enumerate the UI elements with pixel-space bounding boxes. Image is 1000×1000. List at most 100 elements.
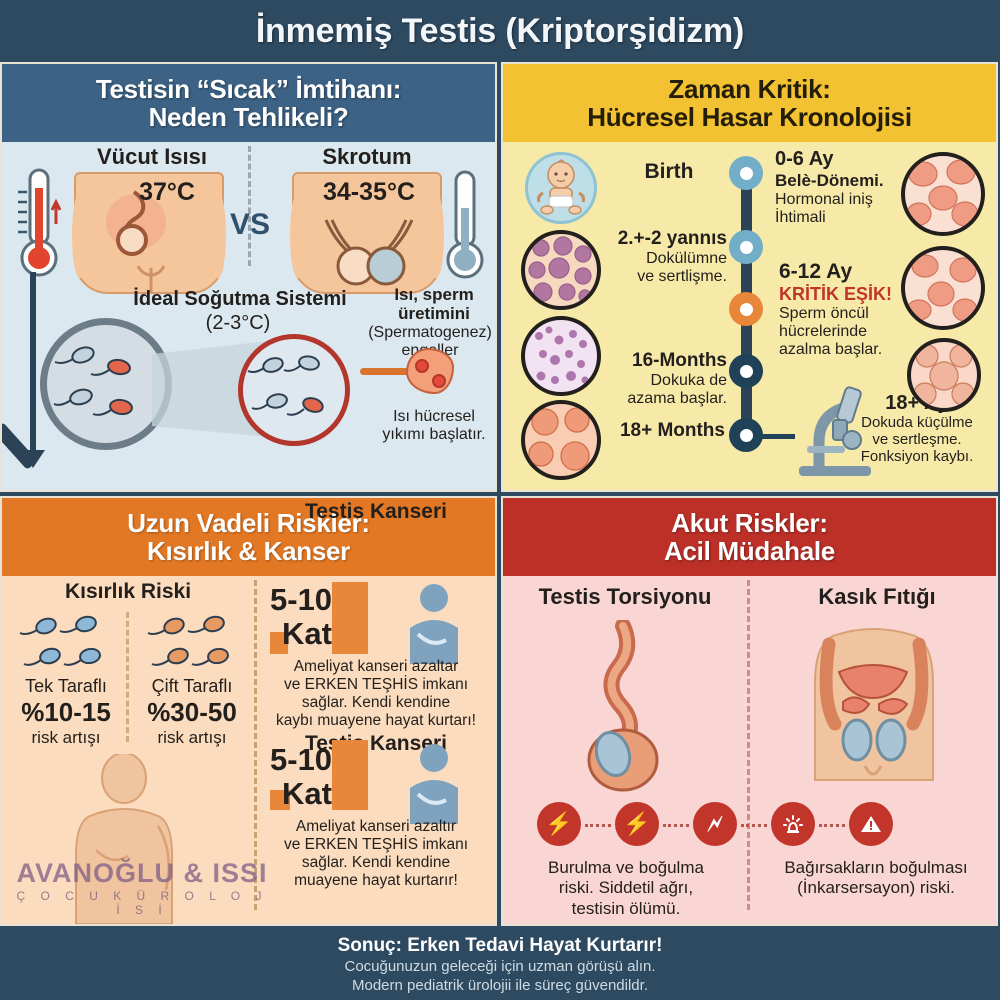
stage-0-6-title: 0-6 Ay bbox=[775, 148, 834, 170]
stage-6-12-body1: Sperm öncül bbox=[779, 305, 869, 322]
cancer-text-2-line3: sağlar. Kendi kendine bbox=[301, 853, 451, 871]
cancer-text-2-line1: Ameliyat kanseri azaltır bbox=[295, 818, 457, 835]
quadrant-grid: Testisin “Sıcak” İmtihanı: Neden Tehlike… bbox=[0, 62, 1000, 930]
panel-temperature-header: Testisin “Sıcak” İmtihanı: Neden Tehlike… bbox=[2, 64, 495, 142]
sperm-group-orange-icon bbox=[147, 615, 229, 666]
timeline-label-birth: Birth bbox=[644, 160, 694, 183]
timeline-node-16m bbox=[729, 354, 763, 388]
timeline-label-16months: 16-Months bbox=[632, 350, 727, 371]
infertility-case-bilateral-label: Çift Taraflı bbox=[151, 676, 233, 696]
divider-infertility-cases bbox=[126, 612, 129, 742]
panel-longterm-body: Kısırlık Riski bbox=[2, 500, 495, 924]
stage-18plus-body1: Dokuda küçülme bbox=[861, 414, 973, 431]
stage-6-12-body3: azalma başlar. bbox=[779, 340, 883, 358]
cooling-system-value: (2-3°C) bbox=[205, 312, 271, 334]
bolt-icon-1: ⚡ bbox=[537, 802, 581, 846]
cancer-text-1-line1: Ameliyat kanseri azaltar bbox=[293, 658, 459, 675]
hernia-text-line2: (İnkarsersayon) riski. bbox=[797, 878, 955, 898]
divider-vertical bbox=[248, 146, 251, 266]
torsion-text-line2: riski. Siddetil ağrı, bbox=[558, 878, 694, 898]
downward-arrow-icon bbox=[21, 272, 45, 468]
histology-circle-2 bbox=[521, 316, 601, 396]
infertility-title: Kısırlık Riski bbox=[64, 580, 192, 603]
footer-line1: Sonuç: Erken Tedavi Hayat Kurtarır! bbox=[337, 934, 663, 956]
hernia-illustration bbox=[814, 628, 934, 781]
badge-connector-4 bbox=[819, 824, 845, 827]
vs-label: VS bbox=[230, 208, 271, 241]
cancer-text-block-1: Ameliyat kanseri azaltar ve ERKEN TEŞHİS… bbox=[256, 658, 495, 730]
sperm-group-blue-icon bbox=[19, 615, 101, 666]
heat-note-line3: (Spermatogenez) bbox=[368, 324, 492, 341]
torso-undescended-illustration bbox=[72, 172, 226, 294]
panel-temperature-body: Vücut Isısı 37°C VS Skrotum bbox=[2, 142, 495, 490]
stage-0-6-body2: İhtimali bbox=[775, 208, 826, 226]
panel-timeline: Zaman Kritik: Hücresel Hasar Kronolojisi bbox=[501, 62, 998, 492]
page-title: İnmemiş Testis (Kriptorşidizm) bbox=[255, 11, 745, 50]
histology-circle-5 bbox=[901, 246, 985, 330]
cooling-system-title: İdeal Soğutma Sistemi bbox=[133, 288, 347, 310]
cancer-bar-large-1 bbox=[332, 582, 368, 654]
heat-note-line1: Isı, sperm bbox=[394, 285, 474, 304]
timeline-label-18months: 18+ Months bbox=[619, 420, 725, 441]
cancer-multiplier-2-line2: Kat bbox=[282, 776, 332, 811]
hernia-text: Bağırsakların boğulması (İnkarsersayon) … bbox=[757, 858, 995, 899]
timeline-item-2years: 2.+-2 yannıs Dokülümne ve sertlişme. bbox=[595, 228, 727, 286]
self-exam-person-icon-2 bbox=[410, 744, 458, 824]
torso-normal-illustration bbox=[290, 172, 444, 294]
timeline-node-0-6 bbox=[729, 230, 763, 264]
tear-icon: 🗲 bbox=[693, 802, 737, 846]
badge-connector-1 bbox=[585, 824, 611, 827]
panel-longterm-risks: Uzun Vadeli Riskler: Kısırlık & Kanser K… bbox=[0, 496, 497, 926]
timeline-node-6-12 bbox=[729, 292, 763, 326]
timeline-connector-microscope bbox=[761, 434, 795, 439]
torsion-text-line1: Burulma ve boğulma bbox=[548, 858, 704, 877]
footer-line2: Cocuğunuzun geleceği için uzman görüşü a… bbox=[344, 957, 656, 975]
cancer-multiplier-1-line2: Kat bbox=[282, 616, 332, 651]
histology-circle-1 bbox=[521, 230, 601, 310]
stage-0-6-subtitle: Belè-Dönemi. bbox=[775, 171, 884, 190]
hernia-title: Kasık Fıtığı bbox=[818, 584, 936, 609]
panel-acute-header: Akut Riskler: Acil Müdahale bbox=[503, 498, 996, 576]
damage-note-line1: Isı hücresel bbox=[393, 408, 475, 425]
panel-acute-header-line1: Akut Riskler: bbox=[671, 507, 828, 538]
heat-note-bold: Isı, sperm üretimini bbox=[374, 285, 494, 323]
panel-timeline-body: Birth 2.+-2 yannıs Dokülümne ve sertlişm… bbox=[503, 142, 996, 490]
footer-line3: Modern pediatrik ürolojii ile süreç güve… bbox=[352, 977, 648, 994]
cancer-bar-small-2 bbox=[270, 790, 290, 810]
timeline-item-16months: 16-Months Dokuka de azama başlar. bbox=[595, 350, 727, 408]
sperm-closeup-circle bbox=[238, 334, 350, 446]
panel-temperature-header-line1: Testisin “Sıcak” İmtihanı: bbox=[95, 73, 402, 104]
torsion-title: Testis Torsiyonu bbox=[538, 584, 712, 609]
histology-circle-6 bbox=[907, 338, 981, 412]
torsion-text-line3: testisin ölümü. bbox=[571, 898, 681, 918]
thermometer-hot-icon bbox=[18, 168, 62, 277]
body-temp-label: Vücut Isısı bbox=[96, 144, 208, 169]
infertility-case-bilateral-value: %30-50 bbox=[147, 697, 237, 727]
timeline-node-18m bbox=[729, 418, 763, 452]
timeline-label-2years: 2.+-2 yannıs bbox=[617, 228, 727, 249]
body-temp-value: 37°C bbox=[139, 178, 195, 206]
panel-acute-risks: Akut Riskler: Acil Müdahale Testis Torsi… bbox=[501, 496, 998, 926]
scrotum-value: 34-35°C bbox=[323, 178, 415, 206]
infertility-case-bilateral-note: risk artışı bbox=[157, 728, 227, 747]
divider-vertical-longterm bbox=[254, 580, 257, 910]
stage-6-12: 6-12 Ay KRİTİK EŞİK! Sperm öncül hücrele… bbox=[779, 260, 939, 359]
panel-timeline-header-line2: Hücresel Hasar Kronolojisi bbox=[587, 102, 912, 132]
cancer-text-2-line2: ve ERKEN TEŞHİS imkanı bbox=[283, 835, 469, 853]
timeline-detail-16m-2: azama başlar. bbox=[627, 389, 727, 407]
torsion-illustration bbox=[587, 620, 659, 792]
badge-connector-3 bbox=[741, 824, 767, 827]
baby-icon bbox=[525, 152, 597, 224]
badge-connector-2 bbox=[663, 824, 689, 827]
divider-vertical-acute bbox=[747, 580, 750, 910]
stage-18plus-body3: Fonksiyon kaybı. bbox=[860, 447, 974, 465]
timeline-detail-2years-2: ve sertlişme. bbox=[637, 267, 727, 285]
cancer-multiplier-1-line1: 5-10 bbox=[270, 582, 333, 617]
hernia-text-line1: Bağırsakların boğulması bbox=[784, 858, 968, 877]
bolt-icon-2: ⚡ bbox=[615, 802, 659, 846]
timeline-detail-16m-1: Dokuka de bbox=[650, 372, 728, 389]
thermometer-cool-icon bbox=[446, 170, 484, 279]
infertility-case-unilateral-note: risk artışı bbox=[31, 728, 101, 747]
infertility-case-unilateral-value: %10-15 bbox=[21, 697, 111, 727]
siren-icon bbox=[771, 802, 815, 846]
